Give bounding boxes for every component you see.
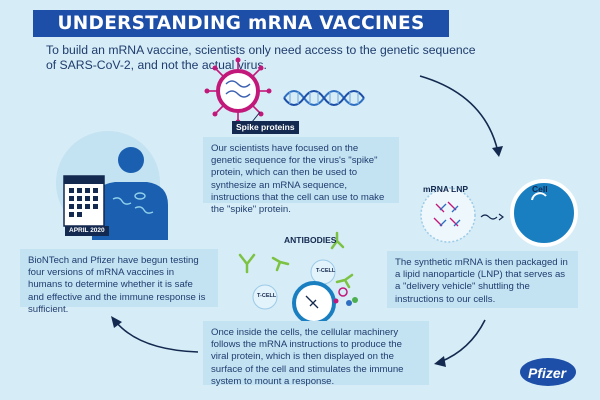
t-cell-label: T-CELL <box>316 268 336 274</box>
mrna-lnp-label: mRNA LNP <box>423 184 469 194</box>
delivery-squiggle-icon <box>480 214 498 220</box>
page-title: UNDERSTANDING mRNA VACCINES <box>57 13 425 34</box>
antibody-icon <box>238 231 354 289</box>
calendar-icon <box>63 175 105 227</box>
virus-icon <box>204 57 272 125</box>
step-4-text: BioNTech and Pfizer have begun testing f… <box>20 249 218 315</box>
arrow-to-lnp-icon <box>419 75 503 157</box>
antibodies-label: ANTIBODIES <box>284 235 337 245</box>
pfizer-logo <box>520 358 576 386</box>
step-2-text: The synthetic mRNA is then packaged in a… <box>387 251 578 308</box>
infected-cell-icon <box>292 281 336 325</box>
intro-text: To build an mRNA vaccine, scientists onl… <box>46 43 476 72</box>
b-cell-label: T-CELL <box>257 293 277 299</box>
dna-helix-icon <box>283 90 365 106</box>
cell-label: Cell <box>532 184 548 194</box>
spike-cluster-icon <box>333 287 358 306</box>
lipid-nanoparticle-icon <box>420 187 476 243</box>
spike-proteins-label: Spike proteins <box>232 121 299 134</box>
cell-icon <box>510 179 578 247</box>
step-3-text: Once inside the cells, the cellular mach… <box>203 321 429 387</box>
arrow-to-cells-icon <box>434 319 486 367</box>
calendar-date-label: APRIL 2020 <box>65 226 109 236</box>
pfizer-logo-text: Pfizer <box>528 365 567 381</box>
arrow-to-testing-icon <box>111 316 199 353</box>
step-1-text: Our scientists have focused on the genet… <box>203 137 399 215</box>
title-banner: UNDERSTANDING mRNA VACCINES <box>33 10 449 37</box>
b-cell-icon <box>252 284 278 310</box>
